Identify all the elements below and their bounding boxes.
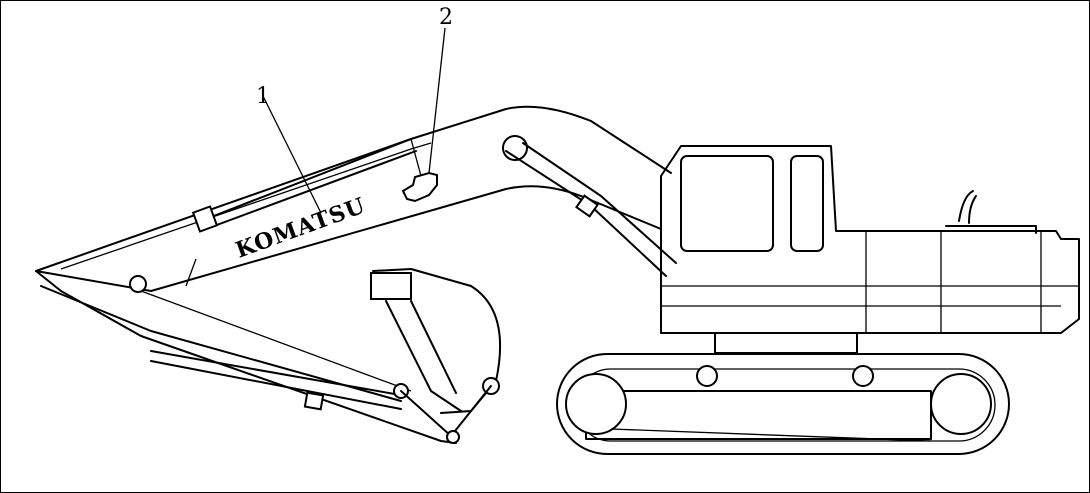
upper-structure — [660, 145, 1080, 354]
komatsu-logo-icon — [401, 171, 438, 203]
arm — [35, 270, 457, 444]
track — [556, 353, 1010, 455]
callout-1-leader — [262, 95, 322, 214]
arm-cylinder — [191, 138, 417, 233]
bucket-cylinder — [150, 350, 407, 411]
callout-2-label: 2 — [439, 5, 453, 30]
bucket — [370, 268, 502, 444]
callout-1-label: 1 — [256, 84, 270, 109]
boom — [35, 105, 672, 292]
boom-cylinder — [505, 142, 677, 277]
callout-2-leader — [428, 27, 446, 174]
